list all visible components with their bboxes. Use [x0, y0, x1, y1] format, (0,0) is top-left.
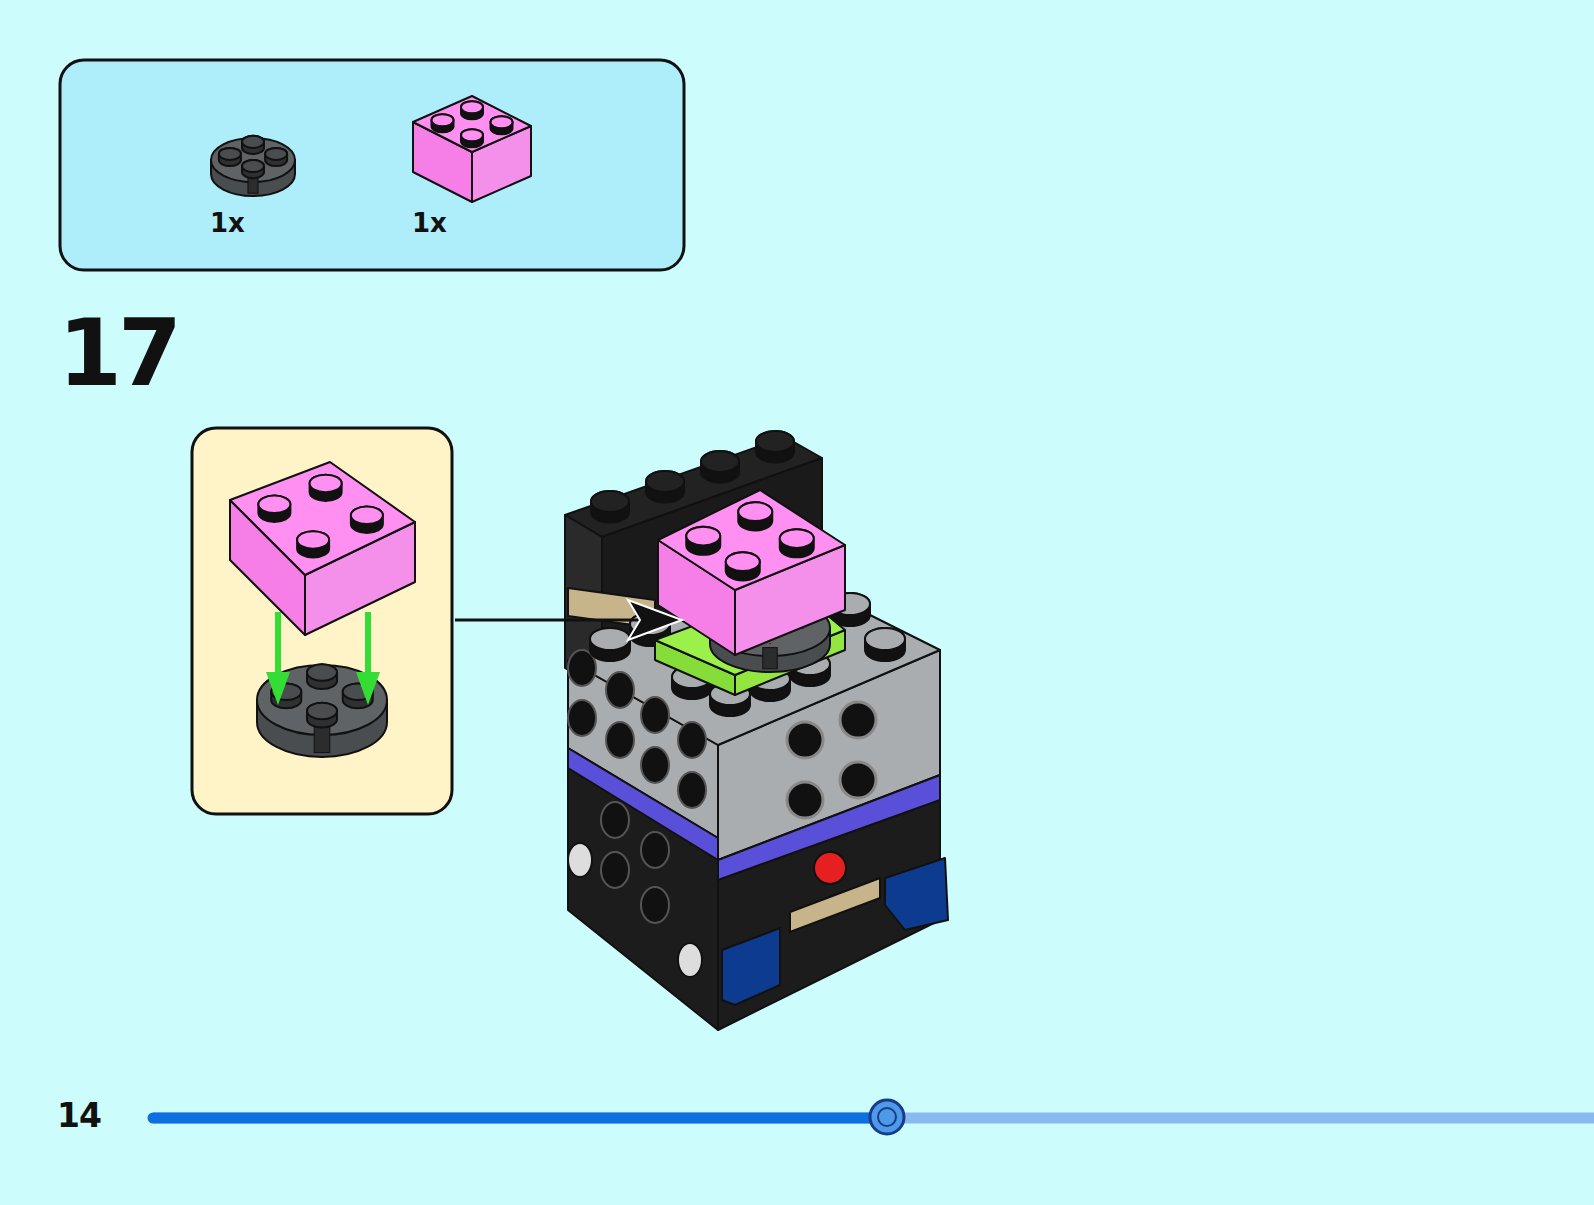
stud — [219, 148, 241, 166]
stud — [432, 114, 454, 126]
stud — [219, 148, 241, 160]
brick-part — [658, 490, 845, 590]
side-stud — [641, 887, 669, 923]
parts-list-box: 1x 1x — [60, 60, 684, 270]
brick-part — [722, 928, 780, 1005]
side-stud — [678, 722, 706, 758]
stud — [297, 531, 329, 557]
stud — [258, 496, 290, 522]
placement-arrow — [455, 600, 682, 640]
stud — [461, 129, 483, 147]
stud — [686, 527, 720, 555]
stud — [686, 527, 720, 546]
stud — [265, 148, 287, 160]
side-stud — [568, 843, 592, 877]
stud — [865, 628, 905, 650]
part-quantity: 1x — [210, 208, 245, 238]
side-stud — [606, 672, 634, 708]
stud — [242, 160, 264, 178]
side-stud — [601, 802, 629, 838]
stud — [258, 496, 290, 514]
brick-part — [885, 858, 948, 930]
brick-part — [314, 725, 330, 753]
stud — [726, 552, 760, 571]
step-number: 17 — [58, 300, 178, 407]
stud — [351, 507, 383, 525]
stud — [780, 529, 814, 548]
stud — [701, 451, 739, 472]
parts-panel — [60, 60, 684, 270]
stud — [310, 475, 342, 493]
stud — [351, 507, 383, 533]
stud — [242, 160, 264, 172]
green-arrows — [266, 612, 380, 705]
stud — [491, 116, 513, 134]
stud — [307, 703, 337, 720]
stud — [242, 136, 264, 154]
side-stud — [840, 702, 876, 738]
stud — [590, 628, 630, 650]
brick-part — [413, 96, 531, 152]
stud — [461, 129, 483, 141]
brick-part — [257, 665, 387, 735]
stud — [701, 451, 739, 482]
stud — [756, 431, 794, 452]
side-stud — [678, 943, 702, 977]
side-stud — [787, 722, 823, 758]
side-stud — [641, 697, 669, 733]
stud — [590, 628, 630, 661]
brick-part — [763, 648, 777, 669]
stud — [646, 471, 684, 492]
part-quantity: 1x — [412, 208, 447, 238]
stud — [780, 529, 814, 557]
stud — [265, 148, 287, 166]
side-stud — [678, 772, 706, 808]
side-stud — [568, 700, 596, 736]
brick-part — [230, 462, 415, 575]
stud — [461, 101, 483, 119]
stud — [461, 101, 483, 113]
stud — [769, 642, 771, 644]
stud — [738, 502, 772, 530]
side-stud — [840, 762, 876, 798]
side-stud — [641, 832, 669, 868]
lego-bricks — [211, 96, 948, 1030]
stud — [865, 628, 905, 661]
stud — [591, 491, 629, 512]
side-stud — [601, 852, 629, 888]
stud — [307, 664, 337, 689]
side-stud — [641, 747, 669, 783]
stud — [646, 471, 684, 502]
stud — [491, 116, 513, 128]
page-number: 14 — [57, 1096, 101, 1135]
red-dot — [814, 852, 846, 884]
progress-bar — [153, 1100, 1594, 1134]
stud — [432, 114, 454, 132]
stud — [756, 431, 794, 462]
side-stud — [606, 722, 634, 758]
stud — [310, 475, 342, 501]
stud — [591, 491, 629, 522]
stud — [769, 642, 771, 644]
stud — [738, 502, 772, 521]
subassembly-panel — [192, 428, 452, 814]
stud — [242, 136, 264, 148]
stud — [307, 703, 337, 728]
stud — [297, 531, 329, 549]
side-stud — [787, 782, 823, 818]
stud — [726, 552, 760, 580]
brick-part — [790, 878, 880, 932]
stud — [307, 664, 337, 681]
